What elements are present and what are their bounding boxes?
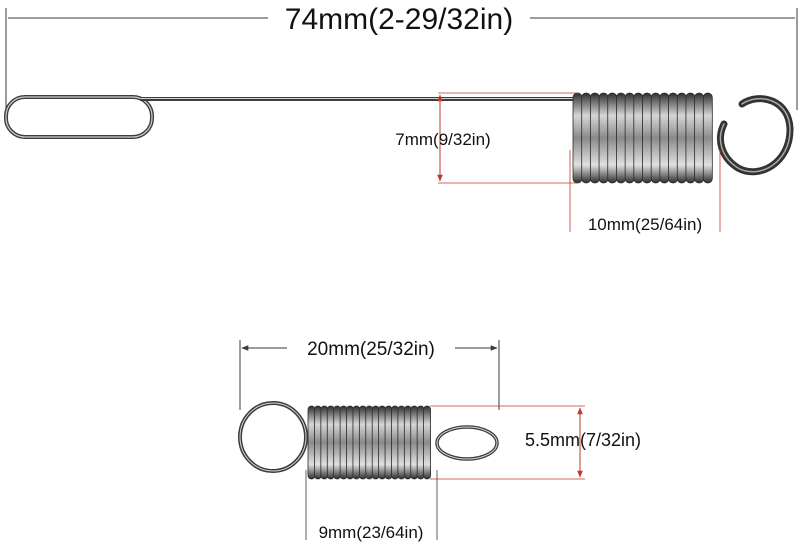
coil-turn [659, 92, 670, 184]
coil-turn [410, 405, 419, 480]
rod-hook [717, 95, 794, 176]
coil-turn [598, 92, 609, 184]
coil-turn [633, 92, 644, 184]
coil-turn [581, 92, 592, 184]
coil-turn [702, 92, 713, 184]
rod-hook-highlight [719, 97, 791, 173]
coil-turn [391, 405, 399, 480]
coil-turn [371, 405, 380, 480]
coil-turn [616, 92, 626, 184]
coil-turn [314, 405, 322, 480]
spring-length-label: 20mm(25/32in) [307, 339, 435, 360]
rod-coil [572, 92, 713, 184]
spring-loop-right-highlight [436, 426, 498, 460]
coil-turn [694, 92, 705, 184]
coil-turn [333, 405, 342, 480]
coil-turn [423, 405, 431, 480]
coil-turn [326, 405, 335, 480]
rod-loop-highlight [5, 96, 153, 138]
coil-turn [668, 92, 678, 184]
coil-turn [607, 92, 618, 184]
coil-turn [307, 405, 316, 480]
coil-turn [589, 92, 600, 184]
coil-turn [416, 405, 425, 480]
rod-coil-length-label: 10mm(25/64in) [588, 215, 702, 234]
spring-coil [307, 405, 431, 480]
coil-turn [650, 92, 661, 184]
coil-turn [403, 405, 412, 480]
coil-turn [642, 92, 652, 184]
coil-turn [365, 405, 374, 480]
coil-turn [676, 92, 687, 184]
coil-turn [572, 92, 583, 184]
coil-turn [378, 405, 387, 480]
coil-turn [624, 92, 635, 184]
spring-coil-length-label: 9mm(23/64in) [319, 523, 424, 542]
rod-loop [4, 95, 154, 139]
coil-turn [339, 405, 348, 480]
extension-spring: 20mm(25/32in) 5.5mm(7/32in) 9mm(23/64in) [238, 339, 641, 542]
rod-spring: 74mm(2-29/32in) 7mm(9/32in) 10mm(25/64in… [4, 3, 798, 234]
coil-turn [685, 92, 696, 184]
rod-diameter-label: 7mm(9/32in) [395, 130, 490, 149]
spring-diameter-label: 5.5mm(7/32in) [525, 430, 641, 450]
rod-length-label: 74mm(2-29/32in) [285, 3, 513, 36]
coil-turn [320, 405, 329, 480]
spring-loop-left-highlight [239, 402, 307, 472]
coil-turn [352, 405, 361, 480]
coil-turn [346, 405, 354, 480]
coil-turn [397, 405, 406, 480]
coil-turn [358, 405, 367, 480]
coil-turn [384, 405, 393, 480]
